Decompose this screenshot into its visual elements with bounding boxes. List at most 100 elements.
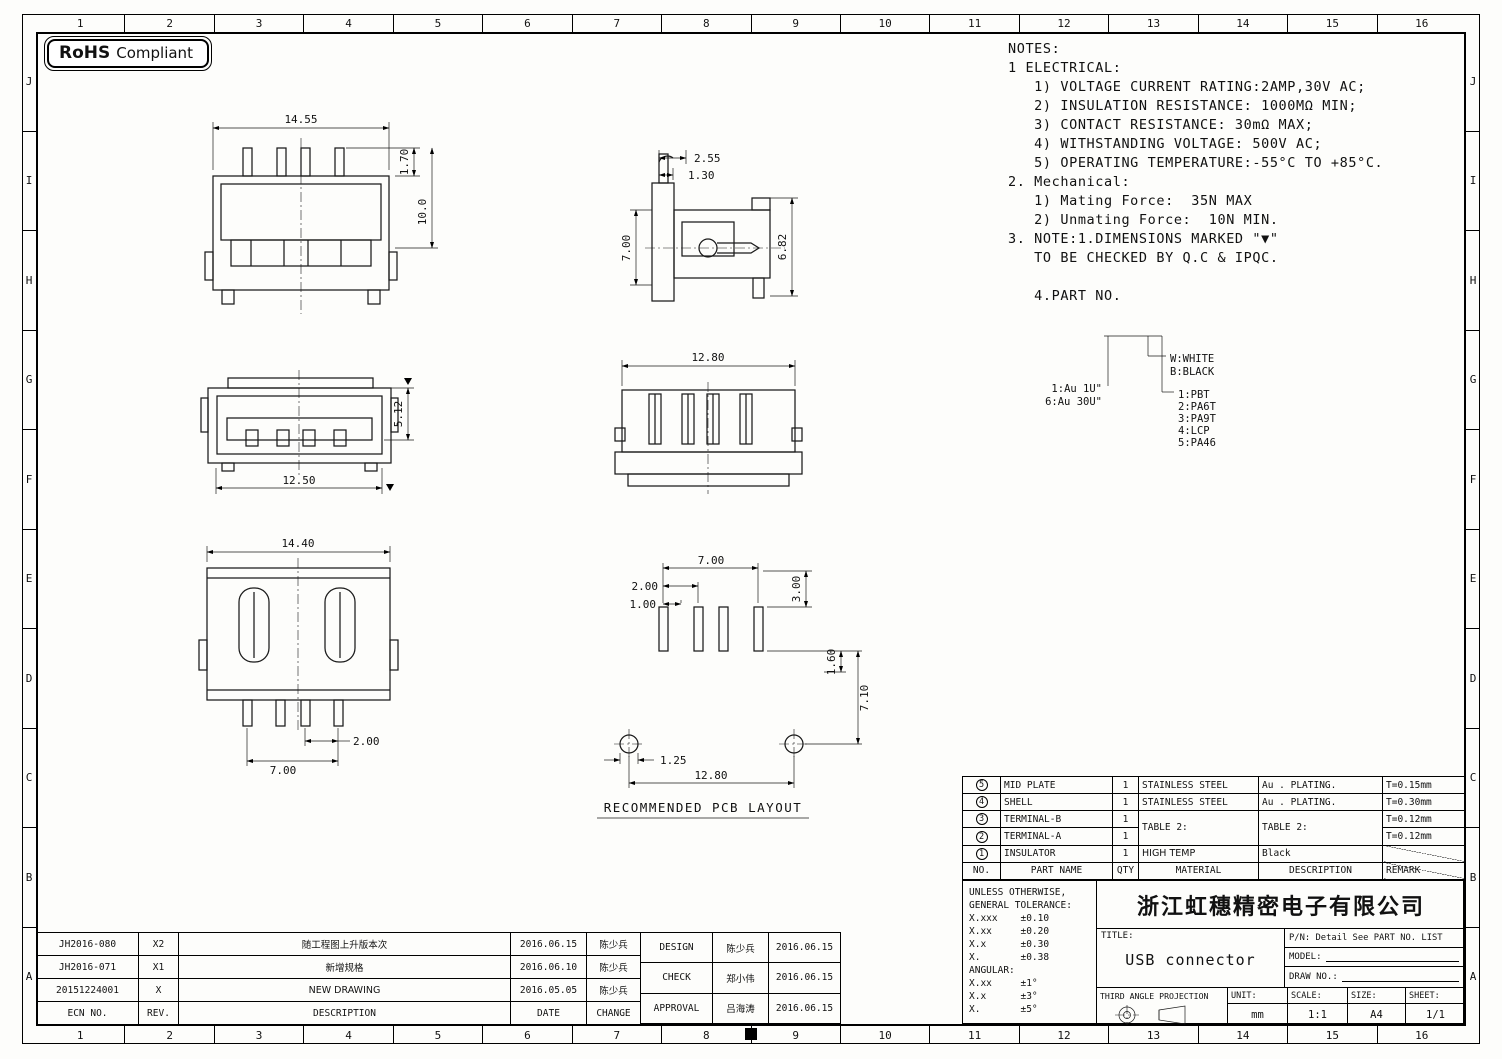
part-no-legend: W:WHITE B:BLACK 1:Au 1U" 6:Au 30U" 1:PBT… bbox=[1045, 335, 1217, 449]
dim-pcb-hole-span: 12.80 bbox=[694, 769, 727, 782]
legend-color-black: B:BLACK bbox=[1170, 366, 1215, 378]
third-angle-projection-icon bbox=[1097, 1004, 1227, 1025]
title-block-bottom-row: THIRD ANGLE PROJECTION UNIT: mm bbox=[1097, 987, 1465, 1025]
model-cell: MODEL: bbox=[1285, 948, 1465, 967]
sheet-cell: SHEET: 1/1 bbox=[1405, 988, 1465, 1025]
item-number-1: 1 bbox=[975, 847, 988, 860]
dim-front-pin-height: 1.70 bbox=[398, 149, 411, 176]
legend-material-4: 4:LCP bbox=[1178, 425, 1210, 437]
bom-header-remark: REMARK bbox=[1382, 861, 1465, 881]
item-number-2: 2 bbox=[975, 830, 988, 843]
revision-description: NEW DRAWING bbox=[178, 978, 511, 1002]
sheet-value: 1/1 bbox=[1426, 1008, 1445, 1021]
rohs-badge: RoHS Compliant bbox=[44, 36, 212, 71]
grid-column-label: 12 bbox=[1020, 1026, 1110, 1044]
remark: T=0.15mm bbox=[1382, 775, 1465, 795]
remark: T=0.30mm bbox=[1382, 793, 1465, 812]
approval-name: 郑小伟 bbox=[712, 962, 769, 994]
note-line: 1) VOLTAGE CURRENT RATING:2AMP,30V AC; bbox=[1008, 79, 1366, 95]
grid-column-label: 10 bbox=[841, 1026, 931, 1044]
grid-row-label: D bbox=[1466, 629, 1480, 729]
dim-pcb-offset2: 7.10 bbox=[858, 685, 871, 712]
ecn-no: 20151224001 bbox=[36, 978, 139, 1002]
revision-change-by: 陈少兵 bbox=[586, 955, 641, 979]
unit-label: UNIT: bbox=[1228, 988, 1287, 1004]
grid-column-label: 13 bbox=[1109, 1026, 1199, 1044]
legend-material-5: 5:PA46 bbox=[1178, 437, 1216, 449]
dim-top-pin-span: 7.00 bbox=[270, 764, 297, 777]
legend-material-1: 1:PBT bbox=[1178, 389, 1210, 401]
approval-name: 陈少兵 bbox=[712, 931, 769, 964]
note-line: NOTES: bbox=[1008, 41, 1061, 57]
grid-column-label: 11 bbox=[930, 14, 1020, 32]
revision-row: 20151224001 X NEW DRAWING 2016.05.05 陈少兵 bbox=[36, 978, 641, 1002]
note-line: 2) Unmating Force: 10N MIN. bbox=[1008, 212, 1279, 228]
approval-table: DESIGN 陈少兵 2016.06.15 CHECK 郑小伟 2016.06.… bbox=[640, 931, 841, 1025]
header-change: CHANGE bbox=[586, 1001, 641, 1025]
tolerance-line: X. ±0.38 bbox=[969, 952, 1050, 963]
bom-row: 3 TERMINAL-B 1 TABLE 2: TABLE 2: T=0.12m… bbox=[962, 810, 1465, 846]
size-label: SIZE: bbox=[1348, 988, 1405, 1004]
grid-row-label: C bbox=[1466, 729, 1480, 828]
item-number-4: 4 bbox=[975, 796, 988, 809]
dim-face-width: 12.50 bbox=[282, 474, 315, 487]
view-pcb-layout: 7.00 2.00 1.00 3.00 1.60 7.10 1.25 bbox=[597, 554, 871, 819]
grid-row-label: E bbox=[22, 530, 36, 629]
tolerance-line: UNLESS OTHERWISE, bbox=[969, 887, 1067, 898]
draw-no-blank-line bbox=[1341, 980, 1459, 982]
note-line: 2. Mechanical: bbox=[1008, 174, 1131, 190]
size-cell: SIZE: A4 bbox=[1347, 988, 1405, 1025]
dim-front-height: 10.0 bbox=[416, 199, 429, 226]
inner-border bbox=[36, 32, 1466, 1026]
grid-column-label: 11 bbox=[930, 1026, 1020, 1044]
revision-date: 2016.06.15 bbox=[510, 932, 587, 956]
unit-cell: UNIT: mm bbox=[1227, 988, 1287, 1025]
grid-column-label: 5 bbox=[394, 14, 484, 32]
note-line: 5) OPERATING TEMPERATURE:-55°C TO +85°C. bbox=[1008, 155, 1384, 171]
part-name: TERMINAL-B bbox=[1000, 810, 1113, 829]
revision-header-row: ECN NO. REV. DESCRIPTION DATE CHANGE bbox=[36, 1001, 641, 1025]
header-description: DESCRIPTION bbox=[178, 1001, 511, 1025]
scale-value: 1:1 bbox=[1308, 1008, 1327, 1021]
header-date: DATE bbox=[510, 1001, 587, 1025]
dim-pcb-pitch1: 1.00 bbox=[630, 598, 657, 611]
remark: T=0.12mm bbox=[1382, 827, 1465, 846]
grid-column-label: 14 bbox=[1199, 14, 1289, 32]
rohs-brand: RoHS bbox=[59, 43, 111, 63]
grid-row-label: I bbox=[1466, 132, 1480, 231]
draw-no-cell: DRAW NO.: bbox=[1285, 967, 1465, 987]
revision-change-by: 陈少兵 bbox=[586, 932, 641, 956]
rohs-compliant-label: Compliant bbox=[116, 44, 193, 62]
legend-color-white: W:WHITE bbox=[1170, 353, 1214, 365]
tolerance-line: X.xxx ±0.10 bbox=[969, 913, 1050, 924]
qty: 1 bbox=[1112, 844, 1139, 863]
revision-row: JH2016-080 X2 随工程图上升版本次 2016.06.15 陈少兵 bbox=[36, 932, 641, 956]
bom-table: 5 MID PLATE 1 STAINLESS STEEL Au . PLATI… bbox=[962, 775, 1465, 881]
model-blank-line bbox=[1325, 960, 1459, 962]
dim-pcb-slot-length: 3.00 bbox=[790, 576, 803, 603]
legend-plating-6: 6:Au 30U" bbox=[1045, 396, 1102, 408]
pcb-layout-caption: RECOMMENDED PCB LAYOUT bbox=[604, 800, 803, 815]
approval-date: 2016.06.15 bbox=[768, 992, 841, 1025]
qty: 1 bbox=[1112, 810, 1139, 829]
revision-change-by: 陈少兵 bbox=[586, 978, 641, 1002]
note-line: 4) WITHSTANDING VOLTAGE: 500V AC; bbox=[1008, 136, 1323, 152]
revision-description: 新增规格 bbox=[178, 955, 511, 979]
dim-pcb-pitch2: 2.00 bbox=[632, 580, 659, 593]
bom-header-material: MATERIAL bbox=[1138, 861, 1259, 881]
view-mating-face: 5.12 12.50 bbox=[200, 370, 414, 494]
grid-column-label: 10 bbox=[841, 14, 931, 32]
dim-side-w1: 2.55 bbox=[694, 152, 721, 165]
view-side-elevation: 2.55 1.30 7.00 6.82 bbox=[620, 150, 798, 302]
rev-code: X2 bbox=[138, 932, 179, 956]
part-number-note: P/N: Detail See PART NO. LIST bbox=[1285, 929, 1465, 948]
grid-column-label: 3 bbox=[215, 1026, 305, 1044]
bom-row: 2 TERMINAL-A 1 T=0.12mm bbox=[962, 827, 1465, 846]
approval-date: 2016.06.15 bbox=[768, 931, 841, 964]
note-line: 3) CONTACT RESISTANCE: 30mΩ MAX; bbox=[1008, 117, 1314, 133]
bom-header-part: PART NAME bbox=[1000, 861, 1113, 881]
